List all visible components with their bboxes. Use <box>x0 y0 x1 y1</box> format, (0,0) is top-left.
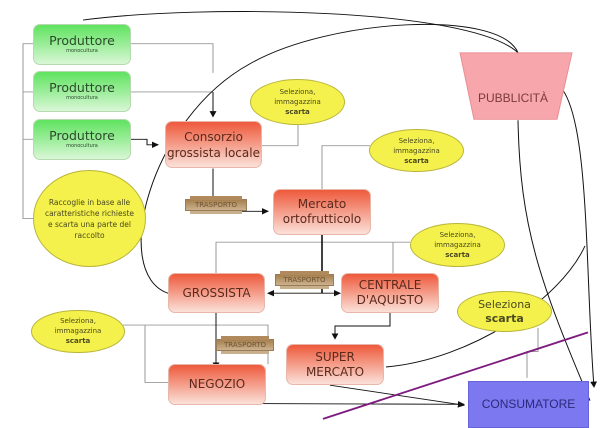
transport-label-1: TRASPORTO <box>185 196 247 215</box>
note-line3: scarta <box>445 250 470 259</box>
curve-pubblicita-to-consumatore <box>559 86 598 388</box>
producer-node-1[interactable]: Produttore monocultura <box>33 23 131 65</box>
mercato-label: Mercato ortofrutticolo <box>282 196 362 226</box>
curve-grossista-to-pubblicita <box>140 23 519 294</box>
consumer-divider-line <box>322 331 589 420</box>
node-supermercato[interactable]: SUPER MERCATO <box>286 344 384 386</box>
producer-title: Produttore <box>49 80 115 95</box>
producer-node-2[interactable]: Produttore monocultura <box>33 71 131 112</box>
consumer-note-line1: Seleziona <box>478 297 531 311</box>
advertising-shape <box>459 52 573 120</box>
note-line3: scarta <box>404 156 429 165</box>
harvest-note-ellipse: Raccoglie in base alle caratteristiche r… <box>33 170 146 267</box>
producer-subtitle: monocultura <box>66 143 98 150</box>
producer-subtitle: monocultura <box>66 47 98 54</box>
note-ellipse-consorzio: Seleziona, immagazzina scarta <box>250 79 345 125</box>
note-line2: immagazzina <box>434 240 481 249</box>
centrale-label: CENTRALE D'AQUISTO <box>356 278 424 308</box>
producer1-to-consorzio <box>131 43 214 73</box>
note-ellipse-consumer: Seleziona scarta <box>457 291 552 333</box>
supermercato-label: SUPER MERCATO <box>305 349 365 379</box>
advertising-label: PUBBLICITÀ <box>478 91 549 106</box>
note-line1: Seleziona, <box>398 136 435 145</box>
note-line3: scarta <box>65 337 91 346</box>
curve-pubblicita-stem <box>517 120 591 401</box>
mercato-branch <box>215 241 410 274</box>
node-centrale-acquisto[interactable]: CENTRALE D'AQUISTO <box>341 273 439 314</box>
consumer-note-line2: scarta <box>485 311 524 325</box>
producer-node-3[interactable]: Produttore monocultura <box>33 119 131 161</box>
arrow-into-consorzio <box>131 138 159 148</box>
grossista-label: GROSSISTA <box>182 285 251 300</box>
transport-label-2: TRASPORTO <box>275 271 334 290</box>
node-consumatore[interactable]: CONSUMATORE <box>468 380 589 428</box>
consumer-note-to-consumatore <box>526 327 539 378</box>
negozio-label: NEGOZIO <box>188 377 246 392</box>
producer-title: Produttore <box>49 32 115 48</box>
producer-left-bus <box>22 43 33 220</box>
note-line2: immagazzina <box>393 146 440 155</box>
transport-text: TRASPORTO <box>283 276 326 285</box>
note-line1: Seleziona, <box>439 230 476 239</box>
transport-text: TRASPORTO <box>195 201 237 210</box>
producer-subtitle: monocultura <box>66 95 98 101</box>
ellipse2-to-mercato <box>321 145 370 190</box>
node-negozio[interactable]: NEGOZIO <box>168 364 266 406</box>
note-line1: Seleziona, <box>60 317 96 326</box>
flow-lines <box>82 11 598 408</box>
note-ellipse-centrale: Seleziona, immagazzina scarta <box>410 223 505 267</box>
node-mercato[interactable]: Mercato ortofrutticolo <box>273 188 371 235</box>
arrow-centrale-to-supermercato <box>331 312 391 340</box>
node-grossista[interactable]: GROSSISTA <box>168 273 265 314</box>
consorzio-label: Consorzio grossista locale <box>167 129 260 160</box>
note-line2: immagazzina <box>274 97 321 106</box>
note-ellipse-negozio: Seleziona, immagazzina scarta <box>31 309 125 354</box>
producer-title: Produttore <box>49 128 115 144</box>
curve-producer-to-pubblicita <box>82 11 519 54</box>
harvest-note-text: Raccoglie in base alle caratteristiche r… <box>44 197 135 240</box>
node-consorzio[interactable]: Consorzio grossista locale <box>165 121 262 169</box>
note-line2: immagazzina <box>54 327 102 336</box>
note-ellipse-mercato: Seleziona, immagazzina scarta <box>369 129 464 173</box>
note-line3: scarta <box>285 107 310 116</box>
note-line1: Seleziona, <box>279 87 316 96</box>
consumatore-label: CONSUMATORE <box>481 397 576 412</box>
transport-text: TRASPORTO <box>224 340 266 349</box>
transport-label-3: TRASPORTO <box>216 335 274 354</box>
